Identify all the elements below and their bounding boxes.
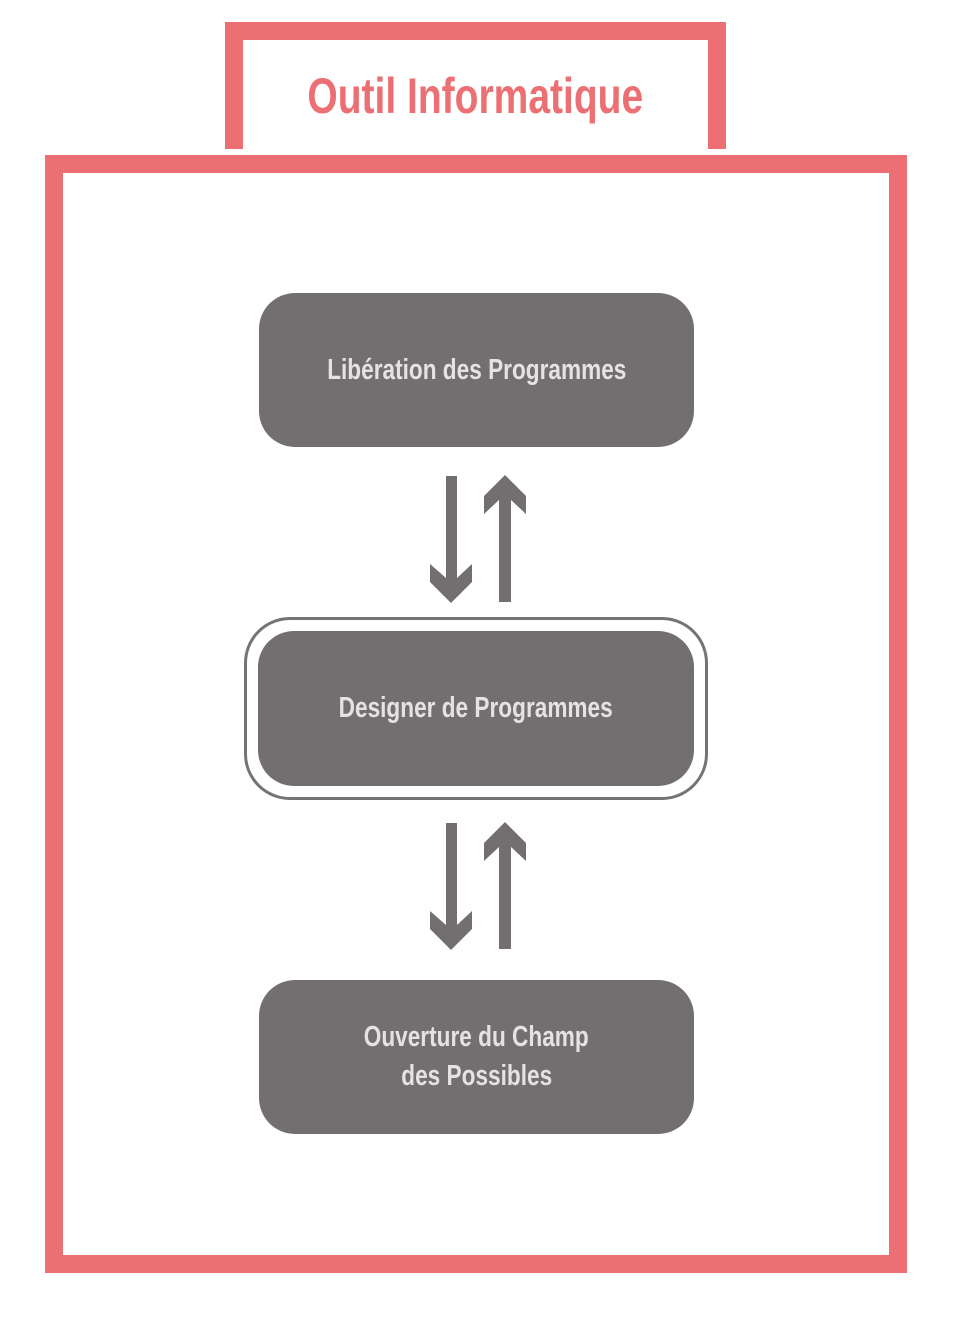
node-ouverture: Ouverture du Champ des Possibles (259, 980, 694, 1134)
outer-frame (45, 155, 907, 1273)
arrow-down-icon (430, 823, 472, 950)
arrow-down-icon (430, 476, 472, 603)
diagram-title: Outil Informatique (225, 58, 726, 134)
node-label: Libération des Programmes (326, 353, 627, 386)
node-label-line1: Ouverture du Champ (364, 1021, 589, 1053)
node-liberation: Libération des Programmes (259, 293, 694, 447)
node-designer: Designer de Programmes (258, 631, 694, 786)
arrow-up-icon (484, 475, 526, 602)
arrow-up-icon (484, 822, 526, 949)
node-label: Designer de Programmes (338, 692, 614, 724)
node-designer-outline (244, 617, 708, 800)
node-label-line2: des Possibles (401, 1060, 552, 1092)
diagram-title-text: Outil Informatique (307, 68, 644, 124)
title-bracket (225, 22, 726, 149)
